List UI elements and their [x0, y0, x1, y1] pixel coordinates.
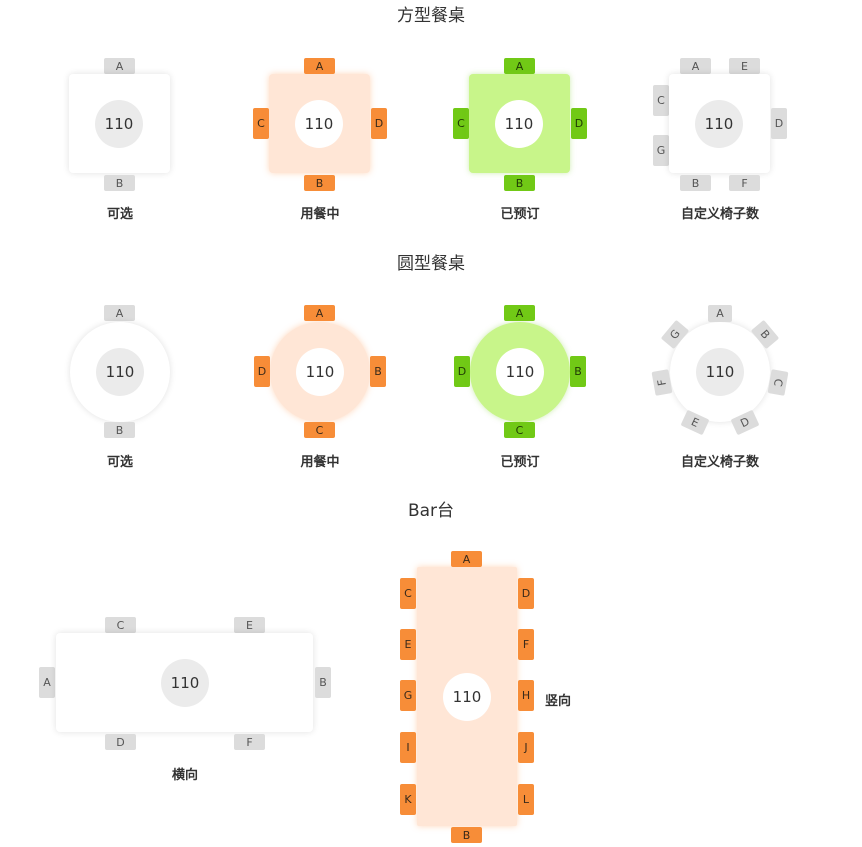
seat[interactable]: B — [304, 175, 335, 191]
seat[interactable]: F — [518, 629, 534, 660]
seat[interactable]: D — [571, 108, 587, 139]
seat[interactable]: C — [653, 85, 669, 116]
table-number: 110 — [696, 348, 744, 396]
seat[interactable]: A — [680, 58, 711, 74]
status-label-available: 可选 — [106, 207, 133, 222]
seat[interactable]: B — [370, 356, 386, 387]
seat[interactable]: H — [518, 680, 534, 711]
seat[interactable]: F — [729, 175, 760, 191]
seat[interactable]: D — [454, 356, 470, 387]
seat[interactable]: F — [234, 734, 265, 750]
round-table-dining[interactable]: 110 — [270, 322, 370, 422]
seat[interactable]: D — [771, 108, 787, 139]
square-table-available[interactable]: 110 — [69, 74, 170, 173]
status-label-available: 可选 — [106, 455, 133, 470]
seat[interactable]: A — [504, 58, 535, 74]
seat[interactable]: C — [105, 617, 136, 633]
status-label-reserved: 已预订 — [500, 207, 540, 222]
seat[interactable]: A — [39, 667, 55, 698]
seat[interactable]: E — [729, 58, 760, 74]
seat[interactable]: E — [400, 629, 416, 660]
seat[interactable]: G — [400, 680, 416, 711]
seat[interactable]: J — [518, 732, 534, 763]
section-title-round: 圆型餐桌 — [397, 254, 465, 274]
seat[interactable]: D — [105, 734, 136, 750]
seat[interactable]: C — [304, 422, 335, 438]
seat[interactable]: C — [767, 369, 789, 396]
seat[interactable]: B — [104, 175, 135, 191]
table-number: 110 — [295, 100, 343, 148]
status-label-custom: 自定义椅子数 — [680, 455, 759, 470]
section-title-square: 方型餐桌 — [397, 6, 465, 26]
seat[interactable]: A — [451, 551, 482, 567]
seat[interactable]: A — [104, 305, 135, 321]
square-table-reserved[interactable]: 110 — [469, 74, 570, 173]
seat[interactable]: B — [570, 356, 586, 387]
round-table-reserved[interactable]: 110 — [470, 322, 570, 422]
table-number: 110 — [443, 673, 491, 721]
bar-table-horizontal[interactable]: 110 — [56, 633, 313, 732]
seat[interactable]: G — [653, 135, 669, 166]
seat[interactable]: C — [504, 422, 535, 438]
section-title-bar: Bar台 — [407, 501, 455, 521]
seat[interactable]: B — [104, 422, 135, 438]
round-table-custom[interactable]: 110 — [670, 322, 770, 422]
seat[interactable]: B — [451, 827, 482, 843]
seat[interactable]: D — [371, 108, 387, 139]
seat[interactable]: A — [304, 305, 335, 321]
bar-label-horizontal: 横向 — [171, 768, 198, 783]
seat[interactable]: D — [254, 356, 270, 387]
seat[interactable]: A — [504, 305, 535, 321]
seat[interactable]: A — [104, 58, 135, 74]
seat[interactable]: C — [253, 108, 269, 139]
seat[interactable]: B — [504, 175, 535, 191]
bar-label-vertical: 竖向 — [545, 694, 572, 709]
table-number: 110 — [95, 100, 143, 148]
bar-table-vertical[interactable]: 110 — [417, 567, 517, 826]
round-table-available[interactable]: 110 — [70, 322, 170, 422]
seat[interactable]: I — [400, 732, 416, 763]
table-number: 110 — [496, 348, 544, 396]
table-number: 110 — [161, 659, 209, 707]
seat[interactable]: D — [518, 578, 534, 609]
seat[interactable]: C — [453, 108, 469, 139]
seat[interactable]: B — [315, 667, 331, 698]
square-table-dining[interactable]: 110 — [269, 74, 370, 173]
seat[interactable]: L — [518, 784, 534, 815]
status-label-custom: 自定义椅子数 — [680, 207, 759, 222]
status-label-dining: 用餐中 — [300, 455, 340, 470]
seat[interactable]: A — [304, 58, 335, 74]
seat[interactable]: B — [680, 175, 711, 191]
seat[interactable]: E — [234, 617, 265, 633]
status-label-dining: 用餐中 — [300, 207, 340, 222]
status-label-reserved: 已预订 — [500, 455, 540, 470]
table-number: 110 — [296, 348, 344, 396]
table-number: 110 — [495, 100, 543, 148]
square-table-custom[interactable]: 110 — [669, 74, 770, 173]
table-number: 110 — [695, 100, 743, 148]
seat[interactable]: A — [708, 305, 732, 322]
seat[interactable]: C — [400, 578, 416, 609]
seat[interactable]: K — [400, 784, 416, 815]
table-number: 110 — [96, 348, 144, 396]
